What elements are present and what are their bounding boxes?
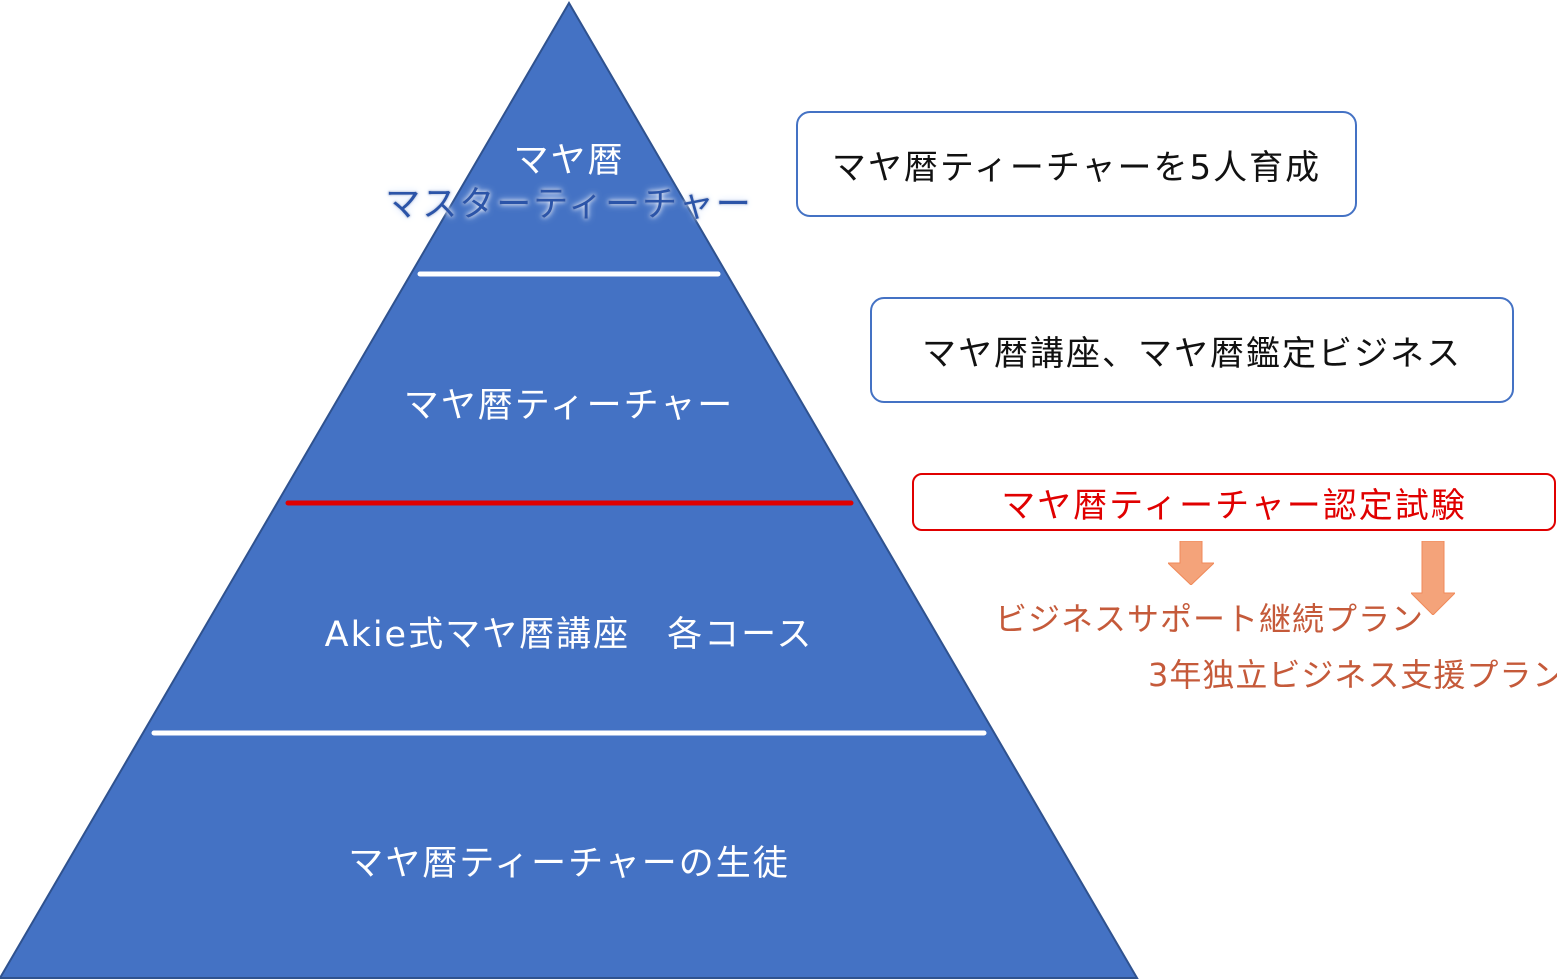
plan-business-support: ビジネスサポート継続プラン (995, 600, 1425, 638)
down-arrow-icon (1411, 541, 1455, 615)
tier-course-label: Akie式マヤ暦講座 各コース (324, 615, 814, 655)
down-arrow-icon (1168, 541, 1214, 585)
tier-student-label: マヤ暦ティーチャーの生徒 (348, 844, 790, 884)
callout-train-teachers: マヤ暦ティーチャーを5人育成 (796, 111, 1357, 217)
tier-teacher-label: マヤ暦ティーチャー (403, 386, 735, 426)
plan-independence-support: 3年独立ビジネス支援プラン (1148, 656, 1557, 694)
callout-business: マヤ暦講座、マヤ暦鑑定ビジネス (870, 297, 1514, 403)
tier-master-line1: マヤ暦 (513, 141, 625, 181)
tier-master-line2: マスターティーチャー (385, 185, 753, 225)
callout-certification-exam: マヤ暦ティーチャー認定試験 (912, 473, 1556, 531)
